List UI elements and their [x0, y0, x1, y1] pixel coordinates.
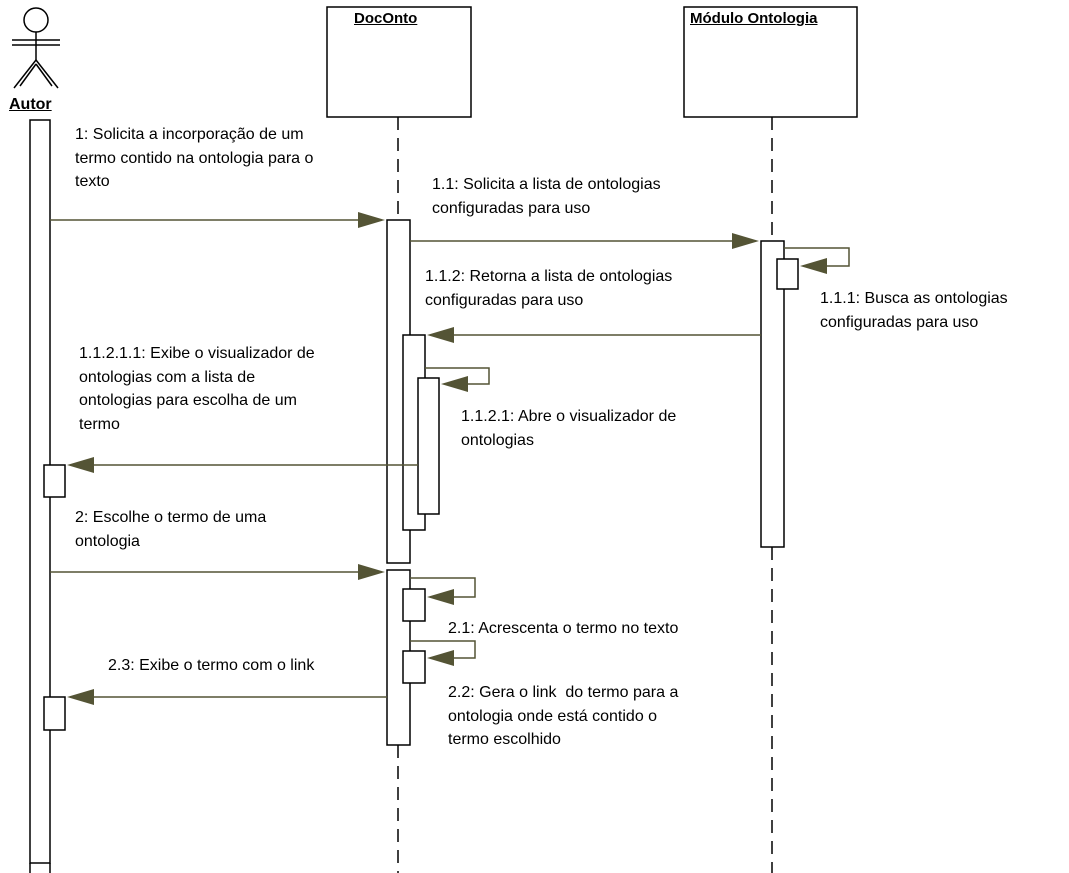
lifelines — [29, 117, 773, 873]
msg-2-3-label: 2.3: Exibe o termo com o link — [108, 657, 315, 674]
msg-2-arrow-icon — [358, 564, 385, 580]
msg-1-1-2-label: 1.1.2: Retorna a lista de ontologias con… — [425, 268, 673, 309]
actor-figure-icon — [12, 7, 60, 89]
msg-2-3-arrow-icon — [67, 689, 94, 705]
msg-2-2-label: 2.2: Gera o link do termo para a ontolog… — [448, 684, 679, 748]
actor-activation-1 — [43, 464, 66, 498]
docOnto-participant-box — [326, 6, 472, 118]
msg-1-label: 1: Solicita a incorporação de um termo c… — [75, 126, 314, 190]
docOnto-activation-3 — [417, 377, 440, 515]
modulo-title: Módulo Ontologia — [690, 10, 818, 27]
msg-1-1-arrow-icon — [732, 233, 759, 249]
msg-1-arrow-icon — [358, 212, 385, 228]
msg-2-1-arrow-icon — [427, 589, 454, 605]
actor-activation-2 — [43, 696, 66, 731]
msg-1-1-1-arrow-icon — [800, 258, 827, 274]
arrowheads — [67, 212, 827, 705]
docOnto-title: DocOnto — [354, 10, 418, 27]
actor-label: Autor — [9, 96, 52, 113]
docOnto-activation-6 — [402, 650, 426, 684]
modulo-activation-1 — [760, 240, 785, 548]
msg-2-2-arrow-icon — [427, 650, 454, 666]
msg-1-1-2-1-1-label: 1.1.2.1.1: Exibe o visualizador de ontol… — [79, 345, 315, 433]
msg-1-1-2-1-arrow-icon — [441, 376, 468, 392]
msg-1-1-1-label: 1.1.1: Busca as ontologias configuradas … — [820, 290, 1008, 331]
msg-1-1-2-1-1-arrow-icon — [67, 457, 94, 473]
message-lines — [50, 219, 850, 698]
msg-2-1-label: 2.1: Acrescenta o termo no texto — [448, 620, 679, 637]
activation-bars — [29, 119, 799, 864]
docOnto-activation-5 — [402, 588, 426, 622]
msg-2-label: 2: Escolhe o termo de uma ontologia — [75, 509, 267, 550]
modulo-participant-box — [683, 6, 858, 118]
modulo-activation-2 — [776, 258, 799, 290]
msg-1-1-2-arrow-icon — [427, 327, 454, 343]
msg-1-1-label: 1.1: Solicita a lista de ontologias conf… — [432, 176, 661, 217]
msg-1-1-2-1-label: 1.1.2.1: Abre o visualizador de ontologi… — [461, 408, 677, 449]
